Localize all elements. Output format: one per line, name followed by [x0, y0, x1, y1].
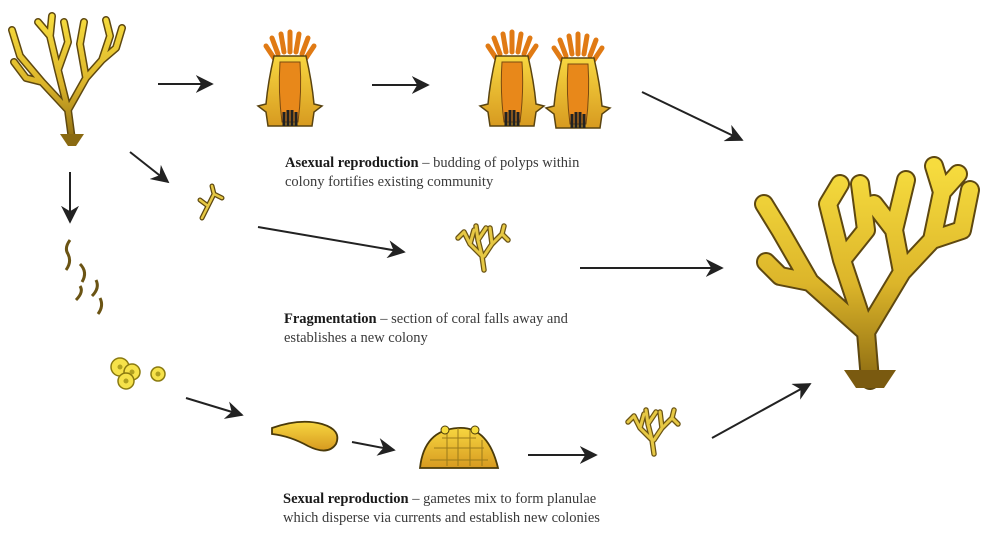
young-colony-icon — [458, 226, 508, 270]
arrow-icon — [70, 84, 810, 455]
mature-coral-icon — [764, 166, 970, 388]
coral-fragment-icon — [200, 186, 222, 218]
sexual-caption: Sexual reproduction – gametes mix to for… — [283, 490, 628, 528]
asexual-caption: Asexual reproduction – budding of polyps… — [285, 154, 615, 192]
parent-coral-icon — [12, 16, 122, 146]
asexual-title: Asexual reproduction — [285, 155, 419, 171]
polyp-icon — [258, 32, 322, 126]
gamete-icon — [111, 358, 165, 389]
planula-icon — [66, 240, 102, 314]
fragmentation-title: Fragmentation — [284, 311, 377, 327]
fragmentation-caption: Fragmentation – section of coral falls a… — [284, 310, 629, 348]
polyp-icon — [480, 32, 544, 126]
planula-icon — [272, 422, 337, 451]
young-colony-icon — [628, 410, 678, 454]
sexual-title: Sexual reproduction — [283, 491, 409, 507]
young-colony-icon — [420, 426, 498, 468]
polyp-icon — [546, 34, 610, 128]
